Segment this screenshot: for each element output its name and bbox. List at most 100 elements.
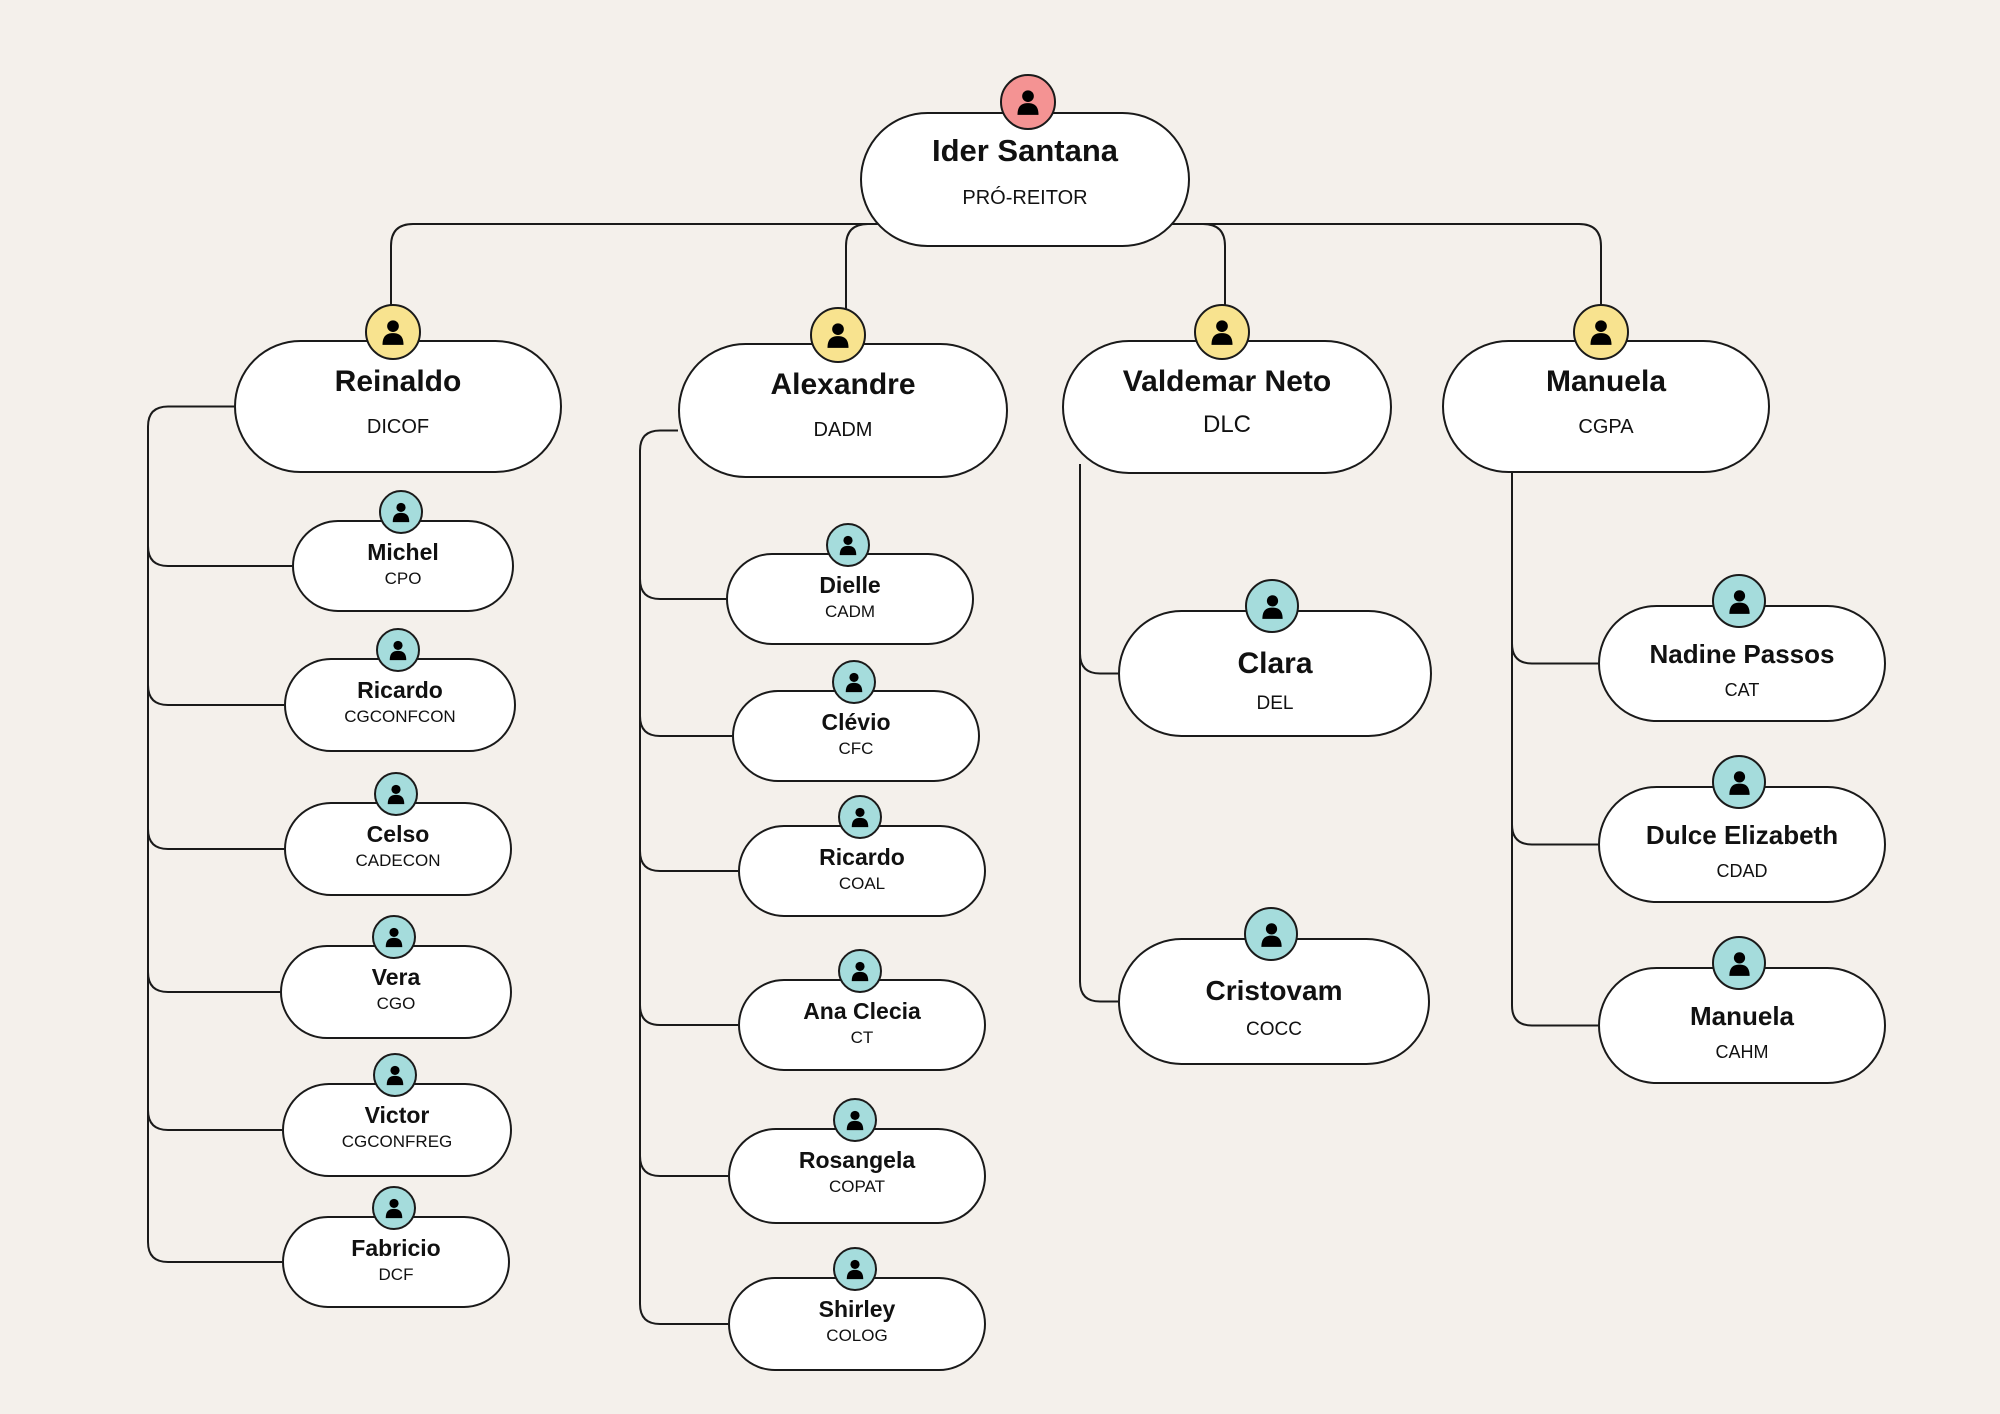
person-icon (372, 915, 416, 959)
branch-line (639, 831, 738, 872)
person-role: DLC (1202, 411, 1251, 438)
person-icon (365, 304, 421, 360)
spine-line (1511, 463, 1598, 1027)
person-role: CAHM (1715, 1042, 1769, 1062)
person-name: Clara (1237, 647, 1313, 680)
person-icon (1712, 755, 1766, 809)
person-role: CPO (384, 569, 422, 588)
person-icon (833, 1098, 877, 1142)
person-name: Rosangela (798, 1147, 916, 1173)
person-icon (832, 660, 876, 704)
person-name: Cristovam (1205, 975, 1343, 1006)
person-icon (838, 795, 882, 839)
person-role: CGPA (1578, 416, 1634, 438)
person-name: Fabricio (351, 1235, 441, 1261)
person-role: COAL (838, 874, 886, 893)
person-icon (1194, 304, 1250, 360)
branch-line (1511, 804, 1598, 846)
person-role: CGO (376, 994, 416, 1013)
person-icon (1712, 936, 1766, 990)
person-name: Ricardo (357, 677, 443, 703)
person-name: Alexandre (770, 368, 916, 401)
branch-line (639, 985, 738, 1026)
person-role: CAT (1724, 680, 1760, 700)
person-icon (810, 307, 866, 363)
person-role: DEL (1256, 693, 1294, 714)
spine-line (147, 405, 282, 1263)
person-role: PRÓ-REITOR (962, 187, 1088, 209)
person-name: Valdemar Neto (1122, 365, 1332, 398)
spine-line (1079, 464, 1118, 1003)
branch-line (639, 696, 732, 737)
drop-line (845, 223, 869, 339)
person-name: Michel (367, 539, 439, 565)
person-role: COLOG (826, 1326, 888, 1345)
person-icon (838, 949, 882, 993)
person-name: Manuela (1689, 1001, 1795, 1031)
person-role: COCC (1246, 1019, 1302, 1040)
person-role: CGCONFCON (344, 707, 456, 726)
person-name: Vera (371, 964, 421, 990)
branch-line (1079, 633, 1118, 675)
person-icon (1712, 574, 1766, 628)
person-icon (1244, 907, 1298, 961)
person-name: Dulce Elizabeth (1645, 820, 1839, 850)
branch-line (147, 665, 284, 706)
person-name: Ana Clecia (803, 998, 921, 1024)
person-role: COPAT (828, 1177, 886, 1196)
person-icon (379, 490, 423, 534)
person-icon (833, 1247, 877, 1291)
person-icon (374, 772, 418, 816)
spine-line (639, 429, 728, 1325)
branch-line (147, 1090, 282, 1131)
person-role: CADECON (355, 851, 441, 870)
drop-line (1202, 223, 1226, 336)
person-name: Manuela (1545, 365, 1667, 398)
person-icon (376, 628, 420, 672)
person-role: CT (850, 1028, 874, 1047)
person-name: Ricardo (819, 844, 905, 870)
person-role: DICOF (366, 416, 430, 438)
person-name: Clévio (821, 709, 891, 735)
person-icon (1573, 304, 1629, 360)
person-role: CADM (824, 602, 876, 621)
person-icon (826, 523, 870, 567)
person-name: Victor (364, 1102, 430, 1128)
branch-line (147, 809, 284, 850)
person-icon (1000, 74, 1056, 130)
person-role: DCF (378, 1265, 414, 1284)
person-role: CFC (838, 739, 874, 758)
person-name: Celso (366, 821, 430, 847)
branch-line (1511, 623, 1598, 665)
person-role: CGCONFREG (341, 1132, 453, 1151)
branch-line (147, 526, 292, 567)
person-name: Dielle (819, 572, 881, 598)
branch-line (639, 1136, 728, 1177)
person-name: Nadine Passos (1649, 639, 1835, 669)
branch-line (639, 559, 726, 600)
branch-line (147, 952, 280, 993)
person-name: Ider Santana (931, 133, 1119, 168)
person-role: DADM (813, 419, 873, 441)
person-icon (372, 1186, 416, 1230)
person-name: Reinaldo (334, 365, 462, 398)
person-role: CDAD (1716, 861, 1768, 881)
